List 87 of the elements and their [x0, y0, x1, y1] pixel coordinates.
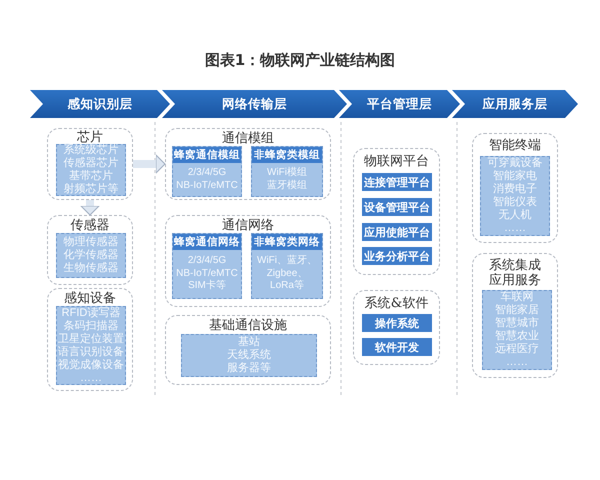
module-box — [251, 146, 323, 197]
list-item: WiFi、蓝牙、Zigbee、LoRa等 — [256, 255, 318, 293]
list-box — [482, 290, 552, 370]
layer-label: 平台管理层 — [367, 96, 432, 112]
group-title: 物联网平台 — [364, 154, 429, 169]
list-box — [56, 144, 126, 196]
group-box — [472, 133, 558, 243]
chevron-banner — [162, 90, 347, 118]
group-box — [353, 148, 440, 275]
group-title: 感知设备 — [64, 290, 116, 306]
list-item: 物理传感器 — [64, 236, 118, 249]
group-box — [165, 128, 331, 200]
list-item: 卫星定位装置 — [58, 332, 124, 346]
list-item: 智能仪表 — [493, 196, 537, 209]
list-item: 2/3/4/5G — [188, 167, 226, 180]
group-title: 传感器 — [70, 218, 110, 232]
list-item: 智慧农业 — [495, 330, 539, 343]
layer-label: 应用服务层 — [482, 96, 548, 112]
group-title: 智能终端 — [489, 138, 541, 153]
list-item: 蓝牙模组 — [267, 180, 307, 192]
group-box — [47, 128, 133, 200]
list-item: 生物传感器 — [64, 262, 118, 275]
list-item: 传感器芯片 — [64, 157, 118, 170]
layer-label: 网络传输层 — [222, 96, 287, 112]
list-item: 消费电子 — [493, 183, 537, 196]
module-box — [172, 233, 242, 299]
list-item: 服务器等 — [227, 362, 271, 375]
platform-box: 操作系统 — [362, 314, 432, 332]
group-title: 芯片 — [77, 130, 103, 144]
list-item: 化学传感器 — [64, 249, 118, 262]
list-item: 智慧城市 — [495, 317, 539, 330]
list-item: 远程医疗 — [495, 343, 539, 356]
header-bar: 蜂窝通信网络 — [173, 234, 241, 250]
list-item: …… — [80, 372, 102, 384]
group-box — [47, 215, 133, 285]
list-item: 天线系统 — [227, 349, 271, 362]
arrow — [80, 200, 100, 216]
list-item: WiFi模组 — [267, 167, 307, 180]
list-item: NB-IoT/eMTC — [176, 180, 238, 192]
list-item: 条码扫描器 — [64, 320, 118, 332]
list-item: RFID读写器 — [62, 306, 120, 320]
group-box — [165, 215, 331, 307]
group-box — [165, 315, 331, 385]
header-bar: 非蜂窝类网络 — [252, 234, 322, 250]
header-bar: 非蜂窝类模组 — [252, 147, 322, 163]
list-item: 可穿戴设备 — [488, 157, 542, 170]
list-item: 语言识别设备 — [58, 346, 124, 358]
list-item: 车联网 — [500, 291, 534, 304]
list-item: 智能家居 — [495, 304, 539, 316]
diagram-title: 图表1：物联网产业链结构图 — [204, 51, 396, 69]
platform-box: 业务分析平台 — [362, 247, 432, 265]
module-box — [172, 146, 242, 197]
layer-label: 感知识别层 — [68, 96, 132, 112]
list-item: 基带芯片 — [69, 170, 113, 183]
group-title: 基础通信设施 — [209, 318, 287, 333]
list-item: 无人机 — [498, 209, 532, 222]
group-title: 通信网络 — [222, 218, 274, 232]
list-box — [480, 156, 550, 236]
list-item: SIM卡等 — [188, 280, 226, 293]
header-bar: 蜂窝通信模组 — [173, 147, 241, 163]
list-item: …… — [506, 356, 528, 369]
group-title: 系统&软件 — [364, 296, 428, 310]
list-item: 智能家电 — [493, 170, 537, 183]
chevron-banner — [452, 90, 578, 118]
chevron-banner — [30, 90, 170, 118]
platform-box: 应用使能平台 — [362, 223, 432, 241]
list-box — [56, 306, 126, 385]
list-box — [56, 233, 126, 278]
list-item: NB-IoT/eMTC — [176, 268, 238, 280]
list-item: 基站 — [238, 336, 260, 348]
platform-box: 连接管理平台 — [362, 173, 432, 191]
platform-box: 设备管理平台 — [362, 198, 432, 216]
group-box — [472, 253, 558, 378]
list-item: 射频芯片等 — [64, 183, 118, 196]
group-box — [353, 290, 440, 365]
list-item: 系统级芯片 — [64, 144, 118, 157]
group-title: 系统集成应用服务 — [488, 258, 542, 288]
list-box — [181, 334, 317, 377]
group-title: 通信模组 — [222, 130, 274, 146]
platform-box: 软件开发 — [362, 338, 432, 356]
list-item: 视觉成像设备 — [58, 358, 124, 372]
list-item: 2/3/4/5G — [188, 255, 226, 268]
arrow — [133, 154, 166, 174]
chevron-banner — [339, 90, 460, 118]
group-box — [47, 288, 133, 391]
list-item: …… — [504, 222, 526, 235]
module-box — [251, 233, 323, 299]
